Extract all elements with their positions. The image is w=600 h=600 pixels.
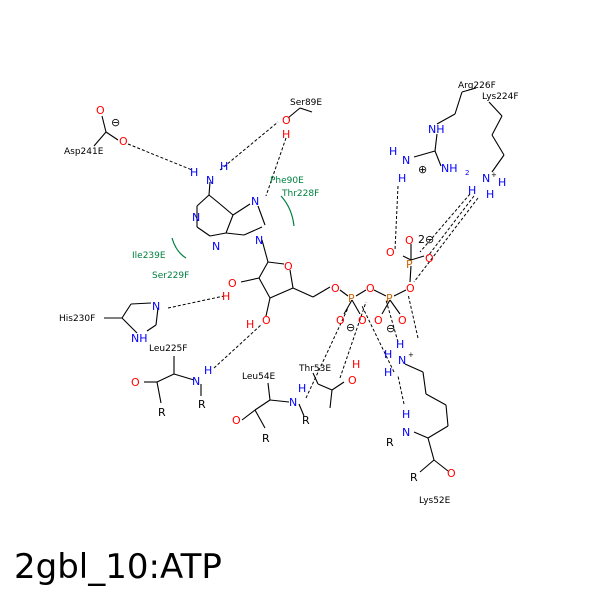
atom-o-alpha-1: O: [336, 314, 345, 327]
residue-label-lys52e: Lys52E: [419, 496, 451, 506]
charge-gamma-phosphate: 2⊖: [418, 233, 434, 246]
atom-o-2prime: O: [228, 277, 237, 290]
residue-label-lys224f: Lys224F: [482, 92, 519, 102]
atom-h-lys224f-1: H: [468, 184, 476, 197]
atom-o-leu54e: O: [232, 414, 241, 427]
adenine-bonds: [196, 181, 266, 237]
atom-h-lys52e-1: H: [384, 348, 392, 361]
charge-beta-phosphate: ⊖: [386, 322, 395, 335]
atom-r2-lys52e: R: [410, 471, 418, 484]
charge-asp241e: ⊖: [111, 116, 120, 129]
atom-o-asp-1: O: [96, 104, 105, 117]
atom-r-leu225f: R: [158, 406, 166, 419]
atom-h-2prime: H: [222, 290, 230, 303]
lys52e-plus: +: [408, 351, 414, 359]
hydrophobic-label-ser229f: Ser229F: [152, 271, 189, 281]
hydrophobic-arc-ile239e: [171, 237, 187, 259]
atom-o-ser89e: O: [282, 114, 291, 127]
atom-o-bridge-1: O: [366, 282, 375, 295]
atom-nh-arg: NH: [428, 123, 445, 136]
atom-h-leu54e: H: [298, 382, 306, 395]
atom-n1: N: [192, 211, 200, 224]
atom-n-amine: N: [206, 174, 214, 187]
atom-o-lys52e: O: [447, 467, 456, 480]
atom-p-alpha: P: [348, 292, 355, 305]
atom-h-3prime: H: [246, 318, 254, 331]
atom-h-leu225f: H: [204, 364, 212, 377]
atom-n-arg: N: [402, 154, 410, 167]
atom-o-beta-1: O: [374, 314, 383, 327]
atom-o-bridge-2: O: [406, 282, 415, 295]
atom-r-leu54e: R: [262, 432, 270, 445]
atom-r-lys52e: R: [386, 436, 394, 449]
atom-o-asp-2: O: [119, 135, 128, 148]
residue-label-his230f: His230F: [59, 314, 95, 324]
residue-bonds: [93, 87, 505, 473]
atom-o-gamma-3: O: [425, 252, 434, 265]
atom-o-leu225f: O: [131, 376, 140, 389]
atom-h-lys224f-3: H: [498, 176, 506, 189]
charge-arg226f: ⊕: [418, 163, 427, 176]
atom-p-gamma: P: [406, 258, 413, 271]
atom-n-lys224f: N: [482, 172, 490, 185]
hydrophobic-label-phe90e: Phe90E: [270, 176, 304, 186]
atom-o-thr53e: O: [348, 374, 357, 387]
atom-h-thr53e: H: [352, 358, 360, 371]
atom-h-lys52e-3: H: [396, 338, 404, 351]
atom-o-alpha-2: O: [358, 314, 367, 327]
atom-labels: O O O H H N H N N N N O O H O H O P O P …: [96, 104, 506, 484]
atom-o-gamma-1: O: [386, 246, 395, 259]
residue-label-ser89e: Ser89E: [290, 98, 322, 108]
hydrogen-bonds: [127, 121, 479, 405]
atom-o-5prime: O: [331, 282, 340, 295]
atom-o-3prime: O: [262, 314, 271, 327]
atom-o-ring: O: [284, 260, 293, 273]
hydrophobic-label-thr228f: Thr228F: [281, 189, 319, 199]
residue-label-arg226f: Arg226F: [458, 81, 496, 91]
atom-r2-leu225f: R: [198, 398, 206, 411]
residue-label-leu54e: Leu54E: [242, 372, 276, 382]
atom-o-gamma-2: O: [405, 234, 414, 247]
residue-label-thr53e: Thr53E: [298, 364, 331, 374]
atom-h-ser89e: H: [282, 128, 290, 141]
residue-label-asp241e: Asp241E: [64, 147, 104, 157]
atom-h-lys52e-bb: H: [402, 408, 410, 421]
atom-n7: N: [251, 195, 259, 208]
atom-o-beta-2: O: [398, 314, 407, 327]
lys224f-plus: +: [491, 171, 497, 179]
atom-r2-leu54e: R: [302, 414, 310, 427]
hydrophobic-label-ile239e: Ile239E: [132, 251, 166, 261]
atom-p-beta: P: [386, 292, 393, 305]
residue-label-leu225f: Leu225F: [149, 344, 187, 354]
hydrophobic-arc-phe90e: [280, 195, 295, 227]
atom-h-lys224f-2: H: [486, 188, 494, 201]
atom-nh2-subscript: 2: [465, 169, 469, 177]
atom-n-leu54e: N: [289, 396, 297, 409]
charge-alpha-phosphate: ⊖: [346, 321, 355, 334]
atom-n-lys52e: N: [398, 354, 406, 367]
atom-nh2-arg: NH: [441, 162, 458, 175]
atom-h-arg-1: H: [389, 145, 397, 158]
atom-n-his-1: N: [152, 300, 160, 313]
ribose-bonds: [240, 239, 331, 317]
atom-h-arg-2: H: [398, 172, 406, 185]
atom-n-leu225f: N: [192, 375, 200, 388]
atom-h-amine: H: [190, 166, 198, 179]
atom-nh-his: NH: [131, 332, 148, 345]
atom-h-amine-2: H: [220, 160, 228, 173]
atom-n9: N: [255, 234, 263, 247]
atom-n-lys52e-bb: N: [402, 426, 410, 439]
atom-h-lys52e-2: H: [384, 366, 392, 379]
atom-n3: N: [212, 240, 220, 253]
diagram-title: 2gbl_10:ATP: [14, 547, 222, 587]
phosphate-bonds: [339, 244, 425, 315]
